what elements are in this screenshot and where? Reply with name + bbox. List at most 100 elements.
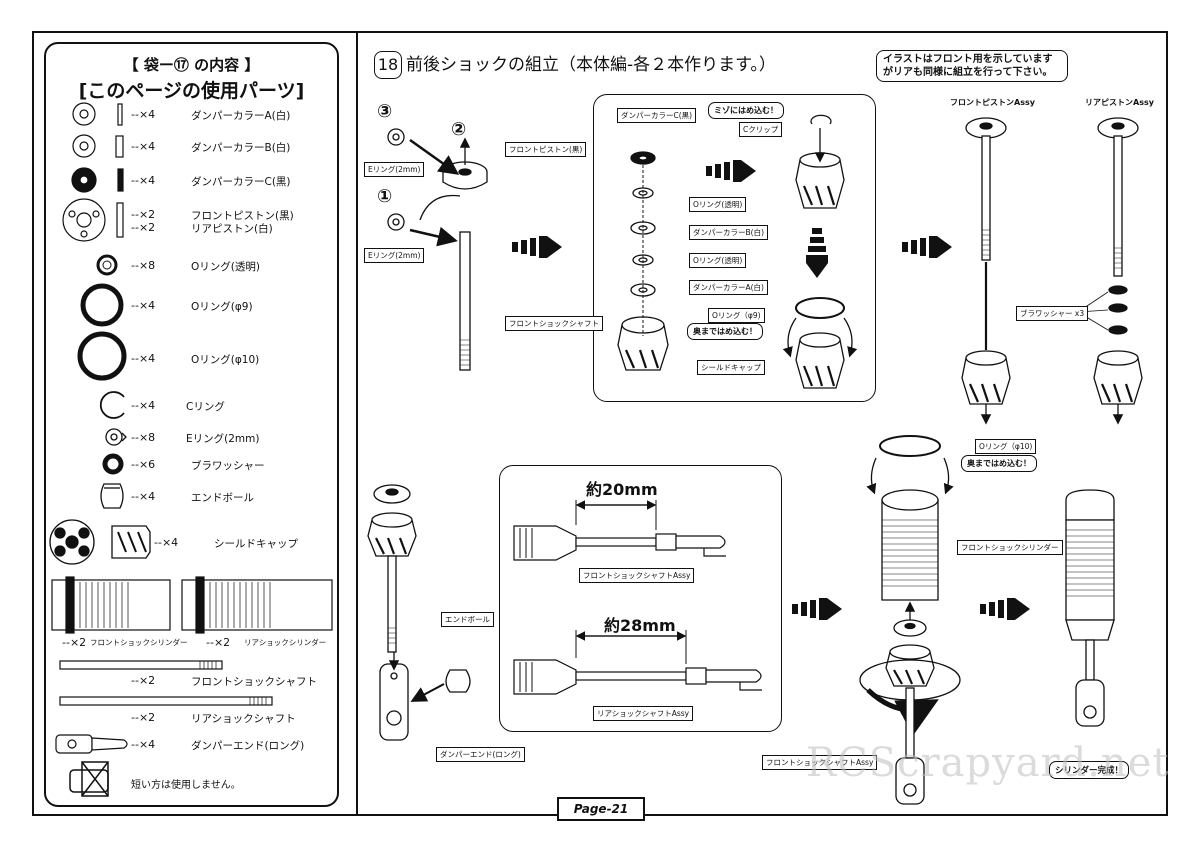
part-name: エンドボール (191, 492, 254, 504)
o-ring-clear-label: Oリング(透明) (689, 253, 747, 268)
front-shaft-assy-label: フロントショックシャフトAssy (579, 568, 695, 583)
part-name: Oリング(φ10) (191, 354, 260, 366)
parts-list-panel: 【 袋ー⑰ の内容 】 [このページの使用パーツ] (44, 42, 339, 807)
o-ring-clear-label: Oリング(透明) (689, 197, 747, 212)
collar-a-label: ダンパーカラーA(白) (689, 280, 768, 295)
rear-shaft-assy-label: リアショックシャフトAssy (593, 706, 694, 721)
length-28-label: 約28mm (604, 616, 676, 635)
front-shaft-icon (59, 660, 223, 670)
part-name: フロントショックシャフト (191, 676, 317, 688)
front-shaft-label: フロントショックシャフト (505, 316, 603, 331)
o-ring-small-icon (96, 254, 118, 276)
e-ring-icon (387, 128, 405, 146)
part-name: ブラワッシャー (191, 460, 265, 472)
flow-arrow-icon (980, 598, 1030, 620)
end-ball-icon (100, 483, 124, 509)
flow-arrow-icon (512, 236, 562, 258)
c-ring-icon (99, 391, 125, 419)
front-piston-assy-drawing (961, 117, 1011, 425)
part-qty: --×4 (131, 399, 156, 412)
part-qty: --×6 (131, 458, 156, 471)
flow-arrow-icon (806, 228, 828, 278)
step-marker-2: ② (451, 119, 467, 140)
seal-cap-c-clip-drawing (795, 114, 845, 209)
rear-piston-assy-drawing (1077, 117, 1143, 425)
collar-black-icon (71, 167, 124, 193)
part-name: Oリング(透明) (191, 261, 260, 273)
step-marker-1: ① (377, 186, 393, 207)
e-ring-label: Eリング(2mm) (364, 248, 425, 263)
part-qty: --×2 (131, 208, 156, 221)
part-name: Cリング (186, 401, 225, 413)
part-qty: --×8 (131, 431, 156, 444)
cylinder-assembly-drawing (859, 435, 961, 805)
part-qty: --×2 (131, 221, 156, 234)
short-end-note: 短い方は使用しません。 (131, 780, 241, 791)
o-ring-10-icon (77, 331, 127, 381)
part-qty: --×2 (131, 674, 156, 687)
front-rear-note: イラストはフロント用を示していますがリアも同様に組立を行って下さい。 (876, 50, 1068, 82)
washer-label: ブラワッシャー x3 (1016, 306, 1089, 321)
front-piston-assy-label: フロントピストンAssy (950, 98, 1035, 107)
front-shaft-assy-label: フロントショックシャフトAssy (762, 755, 878, 770)
front-piston-label: フロントピストン(黒) (505, 142, 587, 157)
o-ring-9-label: Oリング（φ9) (708, 308, 765, 323)
collar-white-icon (72, 102, 123, 126)
push-in-note: 奥まではめ込む！ (961, 455, 1037, 472)
e-ring-label: Eリング(2mm) (364, 162, 425, 177)
part-qty: --×8 (131, 259, 156, 272)
piston-stack-drawing (617, 151, 669, 371)
length-20-label: 約20mm (586, 480, 658, 499)
part-qty: --×4 (154, 536, 179, 549)
part-qty: --×4 (131, 490, 156, 503)
part-qty: --×4 (131, 140, 156, 153)
part-name: Eリング(2mm) (186, 433, 260, 445)
part-name: ダンパーカラーA(白) (191, 110, 291, 122)
collar-b-label: ダンパーカラーB(白) (689, 225, 768, 240)
flow-arrow-icon (792, 598, 842, 620)
rear-piston-assy-label: リアピストンAssy (1085, 98, 1154, 107)
short-end-crossed-icon (69, 761, 109, 797)
groove-note: ミゾにはめ込む！ (708, 102, 784, 119)
part-name: リアピストン(白) (191, 223, 273, 235)
rear-shaft-icon (59, 696, 273, 706)
part-qty: --×4 (131, 738, 156, 751)
rear-cylinder-icon (181, 576, 333, 634)
part-name: リアショックシリンダー (244, 638, 327, 647)
o-ring-push-drawing (782, 297, 858, 389)
push-in-note: 奥まではめ込む！ (687, 323, 763, 340)
o-ring-9-icon (80, 283, 124, 327)
part-name: シールドキャップ (214, 538, 298, 550)
part-qty: --×2 (62, 636, 87, 649)
part-qty: --×4 (131, 352, 156, 365)
flow-arrow-icon (706, 160, 756, 182)
o-ring-10-label: Oリング（φ10) (975, 439, 1037, 454)
flow-arrow-icon (902, 236, 952, 258)
part-qty: --×2 (131, 711, 156, 724)
cylinder-complete-note: シリンダー完成！ (1049, 761, 1130, 779)
part-name: フロントピストン(黒) (191, 210, 294, 222)
watermark: RCScrapyard.net (806, 740, 1170, 786)
collar-c-label: ダンパーカラーC(黒) (617, 108, 697, 123)
parts-used-title: [このページの使用パーツ] (78, 80, 305, 102)
piston-icon (62, 198, 124, 242)
c-clip-label: Cクリップ (739, 122, 783, 137)
e-ring-icon (387, 213, 405, 231)
damper-end-label: ダンパーエンド(ロング) (436, 747, 525, 762)
rear-shaft-assy-length-drawing (513, 630, 762, 695)
collar-white-icon (72, 134, 124, 158)
end-ball-label: エンドボール (441, 612, 494, 627)
seal-cap-label: シールドキャップ (697, 360, 765, 375)
front-cylinder-label: フロントショックシリンダー (957, 540, 1063, 555)
part-qty: --×4 (131, 174, 156, 187)
part-qty: --×2 (206, 636, 231, 649)
part-qty: --×4 (131, 299, 156, 312)
seal-cap-icon (49, 519, 151, 565)
front-cylinder-icon (51, 576, 171, 634)
part-name: ダンパーカラーB(白) (191, 142, 291, 154)
step-number: 18 (374, 51, 402, 79)
part-name: ダンパーカラーC(黒) (191, 176, 291, 188)
page-label: Page-21 (557, 797, 645, 821)
